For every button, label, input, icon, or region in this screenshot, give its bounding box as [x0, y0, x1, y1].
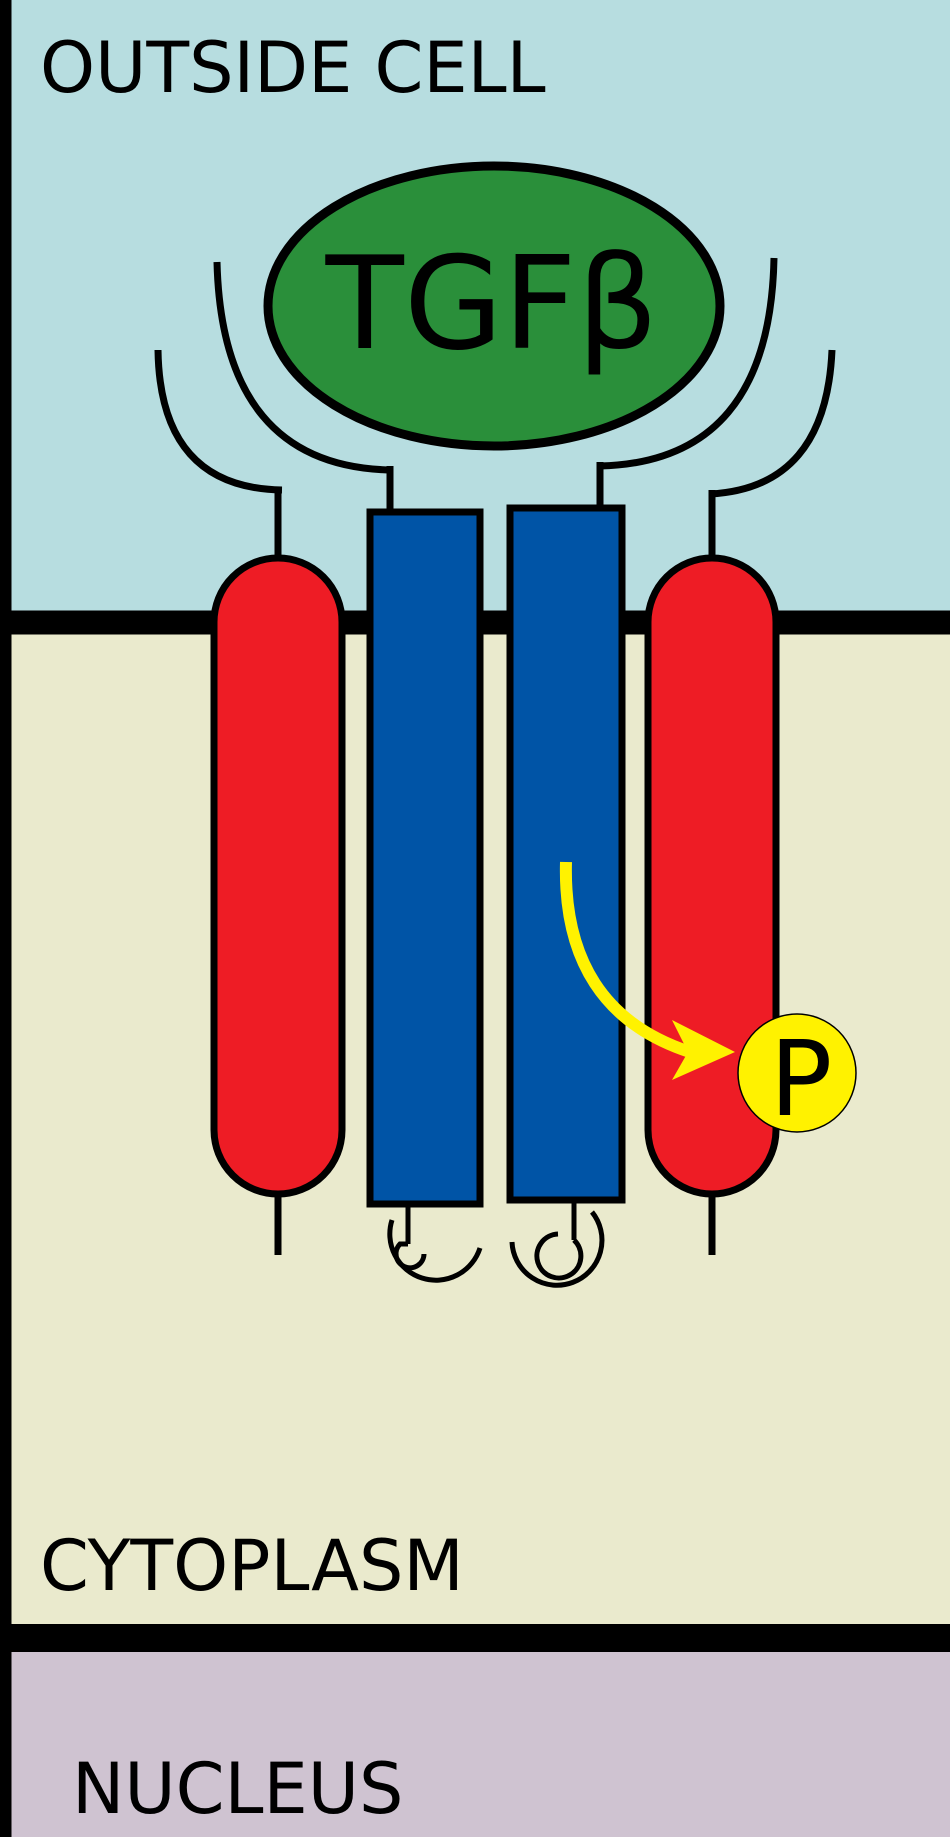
- left-type2-receptor: [366, 508, 484, 1208]
- tgf-beta-label: TGFβ: [325, 230, 659, 379]
- cytoplasm-label: CYTOPLASM: [40, 1525, 464, 1607]
- left-kinase-spiral-icon: [387, 1204, 483, 1283]
- kinase-spirals: [387, 1200, 605, 1288]
- right-type2-receptor: [506, 504, 626, 1204]
- tgf-beta-ligand: [263, 161, 725, 451]
- left-type1-binding-arm: [154, 349, 283, 494]
- left-type2-binding-arm: [213, 261, 391, 474]
- left-type1-receptor: [210, 554, 346, 1198]
- phosphorylation-arrowhead-icon: [672, 1020, 735, 1080]
- phosphate-label: P: [770, 1018, 833, 1140]
- nucleus-region: [10, 1652, 950, 1837]
- nucleus-label: NUCLEUS: [72, 1748, 403, 1830]
- right-type2-binding-arm: [599, 257, 778, 470]
- binding-arms: [154, 257, 836, 560]
- phosphate-group: [737, 1013, 857, 1133]
- phosphorylation-arrow: [559, 861, 692, 1058]
- outside-cell-label: OUTSIDE CELL: [40, 27, 546, 109]
- right-type1-binding-arm: [709, 349, 836, 498]
- right-kinase-spiral-icon: [509, 1200, 605, 1288]
